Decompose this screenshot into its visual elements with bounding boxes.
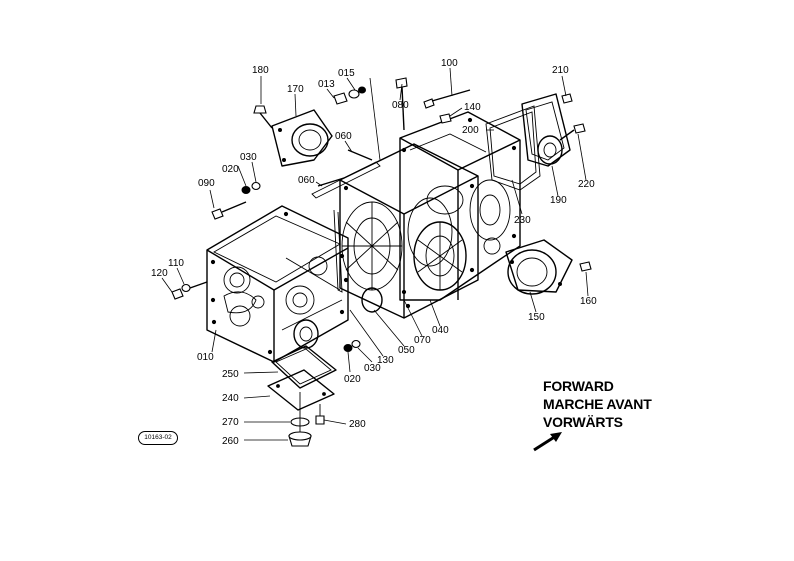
callout-130: 130 <box>377 355 394 366</box>
rear-cover-190 <box>521 93 571 167</box>
callout-060-upper: 060 <box>335 131 352 142</box>
side-cover-150 <box>505 239 573 295</box>
hardware <box>171 77 592 352</box>
callout-080: 080 <box>392 100 409 111</box>
callout-140: 140 <box>464 102 481 113</box>
callout-020-upper: 020 <box>222 164 239 175</box>
gaskets <box>311 105 541 293</box>
leader-lines <box>161 67 589 441</box>
callout-250: 250 <box>222 369 239 380</box>
callout-030-upper: 030 <box>240 152 257 163</box>
forward-direction-label: FORWARD MARCHE AVANT VORWÄRTS <box>543 377 652 431</box>
direction-line-3: VORWÄRTS <box>543 414 623 430</box>
callout-030-lower: 030 <box>364 363 381 374</box>
callout-060-lower: 060 <box>298 175 315 186</box>
callout-040: 040 <box>432 325 449 336</box>
callout-120: 120 <box>151 268 168 279</box>
callout-050: 050 <box>398 345 415 356</box>
callout-labels: 180 170 013 015 080 100 140 210 200 060 … <box>151 58 597 447</box>
callout-210: 210 <box>552 65 569 76</box>
callout-280: 280 <box>349 419 366 430</box>
callout-180: 180 <box>252 65 269 76</box>
reference-code-badge: 10163-02 <box>138 431 178 445</box>
callout-160: 160 <box>580 296 597 307</box>
callout-010: 010 <box>197 352 214 363</box>
callout-240: 240 <box>222 393 239 404</box>
callout-260: 260 <box>222 436 239 447</box>
callout-013: 013 <box>318 79 335 90</box>
front-case-010 <box>206 205 349 363</box>
callout-110: 110 <box>168 258 184 269</box>
rear-case <box>399 111 521 301</box>
forward-arrow-icon <box>533 432 562 452</box>
callout-015: 015 <box>338 68 355 79</box>
center-housing-040 <box>339 143 479 319</box>
callout-200: 200 <box>462 125 479 136</box>
seal-050 <box>361 287 383 313</box>
callout-020-lower: 020 <box>344 374 361 385</box>
callout-070: 070 <box>414 335 431 346</box>
direction-line-2: MARCHE AVANT <box>543 396 652 412</box>
callout-190: 190 <box>550 195 567 206</box>
side-cover-170 <box>271 109 333 167</box>
bottom-cover-assembly <box>267 319 337 447</box>
callout-170: 170 <box>287 84 304 95</box>
callout-230: 230 <box>514 215 531 226</box>
callout-270: 270 <box>222 417 239 428</box>
callout-150: 150 <box>528 312 545 323</box>
callout-090: 090 <box>198 178 215 189</box>
callout-100: 100 <box>441 58 458 69</box>
direction-line-1: FORWARD <box>543 378 614 394</box>
callout-220: 220 <box>578 179 595 190</box>
